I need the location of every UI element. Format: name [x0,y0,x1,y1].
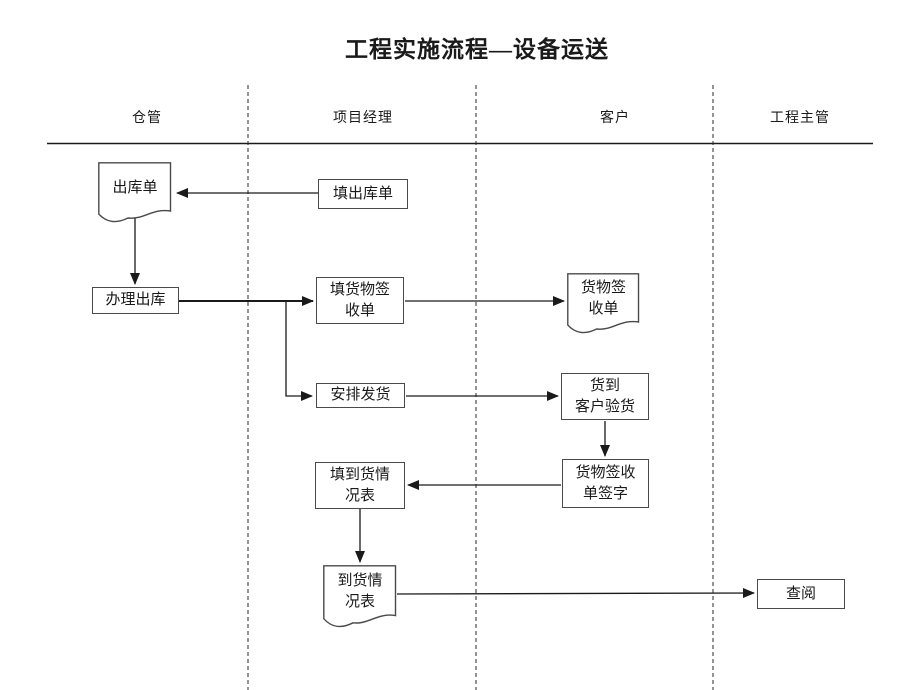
document-shape [323,565,397,628]
document-shape [98,162,172,223]
node-label: 出库单 [112,179,158,196]
lane-label-project-manager: 项目经理 [333,111,393,126]
node-review: 查阅 [757,579,845,609]
node-handle-outbound: 办理出库 [92,287,179,314]
node-outbound-order-document: 出库单 [98,162,172,224]
node-sign-goods-receipt: 货物签收 单签字 [562,459,649,508]
document-shape [567,273,640,334]
connector-branch-to-arrange-shipment [285,301,313,401]
node-label: 安排发货 [330,387,391,403]
node-label: 货到 客户验货 [574,377,635,415]
page-title: 工程实施流程—设备运送 [345,37,609,62]
node-goods-receipt-document: 货物签 收单 [567,273,640,335]
node-fill-goods-receipt: 填货物签 收单 [316,277,404,324]
node-arrange-shipment: 安排发货 [316,383,405,408]
node-label: 填出库单 [332,185,393,202]
node-goods-arrival-inspection: 货到 客户验货 [561,373,649,420]
node-label: 到货情 况表 [337,573,383,610]
node-label: 查阅 [785,585,816,602]
connector-arrival-doc-to-review [396,588,755,599]
node-fill-arrival-report: 填到货情 况表 [315,462,405,509]
lane-label-customer: 客户 [600,111,630,126]
node-label: 货物签收 单签字 [575,464,636,502]
node-fill-outbound-order: 填出库单 [318,179,408,209]
node-label: 货物签 收单 [580,280,626,317]
node-label: 办理出库 [105,292,166,308]
lane-label-warehouse: 仓管 [132,111,162,126]
node-arrival-report-document: 到货情 况表 [323,565,397,629]
node-label: 填到货情 况表 [329,466,390,504]
node-label: 填货物签 收单 [329,281,390,319]
lane-label-engineering-supervisor: 工程主管 [770,111,830,126]
